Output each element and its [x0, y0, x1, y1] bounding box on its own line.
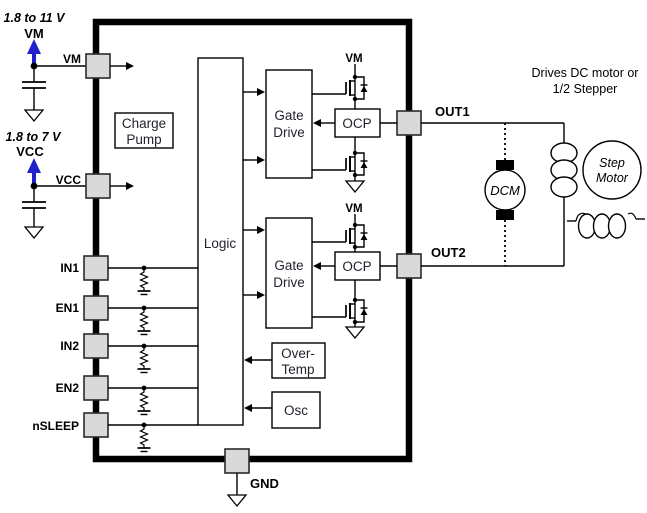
en1-pulldown-resistor-icon — [136, 304, 152, 336]
vcc-internal-arrow — [110, 182, 134, 190]
gate-drive-1-label-line1: Gate — [274, 108, 303, 123]
charge-pump-label-line1: Charge — [122, 116, 166, 131]
pin-in2-label: IN2 — [60, 339, 79, 353]
pin-out2-label: OUT2 — [431, 245, 466, 260]
ground-icon — [345, 180, 365, 193]
pin-vcc-label: VCC — [56, 173, 82, 187]
pin-en1 — [83, 295, 109, 321]
vm-supply-network: 1.8 to 11 V VM — [4, 11, 86, 122]
over-temp-label-line1: Over- — [281, 346, 315, 361]
external-load-network: Drives DC motor or 1/2 Stepper DCM Step … — [421, 66, 645, 267]
vcc-supply-network: 1.8 to 7 V VCC — [6, 130, 86, 239]
vcc-supply-range-label: 1.8 to 7 V — [6, 130, 63, 144]
pin-nsleep-label: nSLEEP — [32, 419, 79, 433]
annotation-line2: 1/2 Stepper — [553, 82, 618, 96]
gnd-ground-icon — [227, 494, 247, 507]
winding-coil-icon — [550, 176, 578, 198]
in1-pulldown-resistor-icon — [136, 264, 152, 296]
vcc-capacitor-icon — [21, 201, 47, 209]
pin-vm-label: VM — [63, 52, 81, 66]
ocp-to-gate-drive-arrows — [313, 119, 335, 270]
half-bridge-2: VM — [312, 203, 397, 339]
vm-rail-label-2: VM — [345, 203, 362, 215]
gate-drive-1-block — [265, 69, 313, 179]
vm-capacitor-icon — [21, 81, 47, 89]
ocp-2-block — [334, 251, 381, 281]
pin-nsleep — [83, 412, 109, 438]
pin-vm — [85, 53, 111, 79]
gate-drive-2-label-line2: Drive — [273, 275, 305, 290]
osc-label: Osc — [284, 403, 308, 418]
pin-en2-label: EN2 — [56, 381, 80, 395]
arrowhead-icon — [126, 62, 134, 70]
vm-supply-range-label: 1.8 to 11 V — [4, 11, 67, 25]
vcc-supply-arrow-icon — [25, 156, 43, 186]
vm-rail-label-1: VM — [345, 53, 362, 65]
overtemp-to-logic-arrow — [244, 356, 272, 364]
gnd-network — [227, 473, 247, 507]
dcm-brush-bottom — [496, 210, 514, 220]
vm-ground-icon — [24, 109, 44, 122]
second-winding-icon — [567, 212, 645, 239]
dcm-brush-top — [496, 160, 514, 170]
high-side-mosfet-2-icon — [345, 221, 369, 251]
gate-drive-1-label-line2: Drive — [273, 125, 305, 140]
step-motor-label-line2: Motor — [596, 171, 629, 185]
pin-en2 — [83, 375, 109, 401]
pin-gnd-label: GND — [250, 476, 279, 491]
logic-block — [197, 57, 244, 426]
vm-internal-arrow — [110, 62, 134, 70]
over-temp-label-line2: Temp — [281, 362, 314, 377]
charge-pump-label-line2: Pump — [126, 132, 161, 147]
en2-pulldown-resistor-icon — [136, 384, 152, 416]
vcc-supply-label: VCC — [16, 144, 44, 159]
pin-en1-label: EN1 — [56, 301, 80, 315]
pin-out2 — [396, 253, 422, 279]
gate-drive-2-block — [265, 217, 313, 329]
pin-vcc — [85, 173, 111, 199]
logic-label: Logic — [204, 236, 237, 251]
arrowhead-icon — [126, 182, 134, 190]
ocp-1-block — [334, 108, 381, 138]
pin-out1-label: OUT1 — [435, 104, 470, 119]
vm-supply-label: VM — [24, 26, 44, 41]
charge-pump-block — [114, 112, 174, 149]
ocp-2-label: OCP — [342, 259, 371, 274]
osc-block — [271, 391, 321, 429]
input-lines — [108, 264, 198, 453]
low-side-mosfet-2-icon — [345, 296, 369, 326]
pin-in1-label: IN1 — [60, 261, 79, 275]
annotation-line1: Drives DC motor or — [532, 66, 639, 80]
ic-boundary — [92, 18, 413, 463]
logic-to-gate-drive-arrows — [243, 88, 265, 299]
pin-gnd — [224, 448, 250, 474]
vm-supply-arrow-icon — [25, 37, 43, 67]
step-motor-label-line1: Step — [599, 156, 625, 170]
pin-out1 — [396, 110, 422, 136]
osc-to-logic-arrow — [244, 404, 272, 412]
low-side-mosfet-1-icon — [345, 149, 369, 179]
high-side-mosfet-1-icon — [345, 73, 369, 103]
gate-drive-2-label-line1: Gate — [274, 258, 303, 273]
vcc-ground-icon — [24, 226, 44, 239]
nsleep-pulldown-resistor-icon — [136, 421, 152, 453]
ocp-1-label: OCP — [342, 116, 371, 131]
pin-in1 — [83, 255, 109, 281]
step-motor-symbol — [582, 140, 642, 200]
pin-in2 — [83, 333, 109, 359]
half-bridge-1: VM — [312, 53, 397, 193]
dc-motor-label: DCM — [490, 183, 520, 198]
in2-pulldown-resistor-icon — [136, 342, 152, 374]
ground-icon — [345, 326, 365, 339]
over-temp-block — [271, 342, 326, 379]
